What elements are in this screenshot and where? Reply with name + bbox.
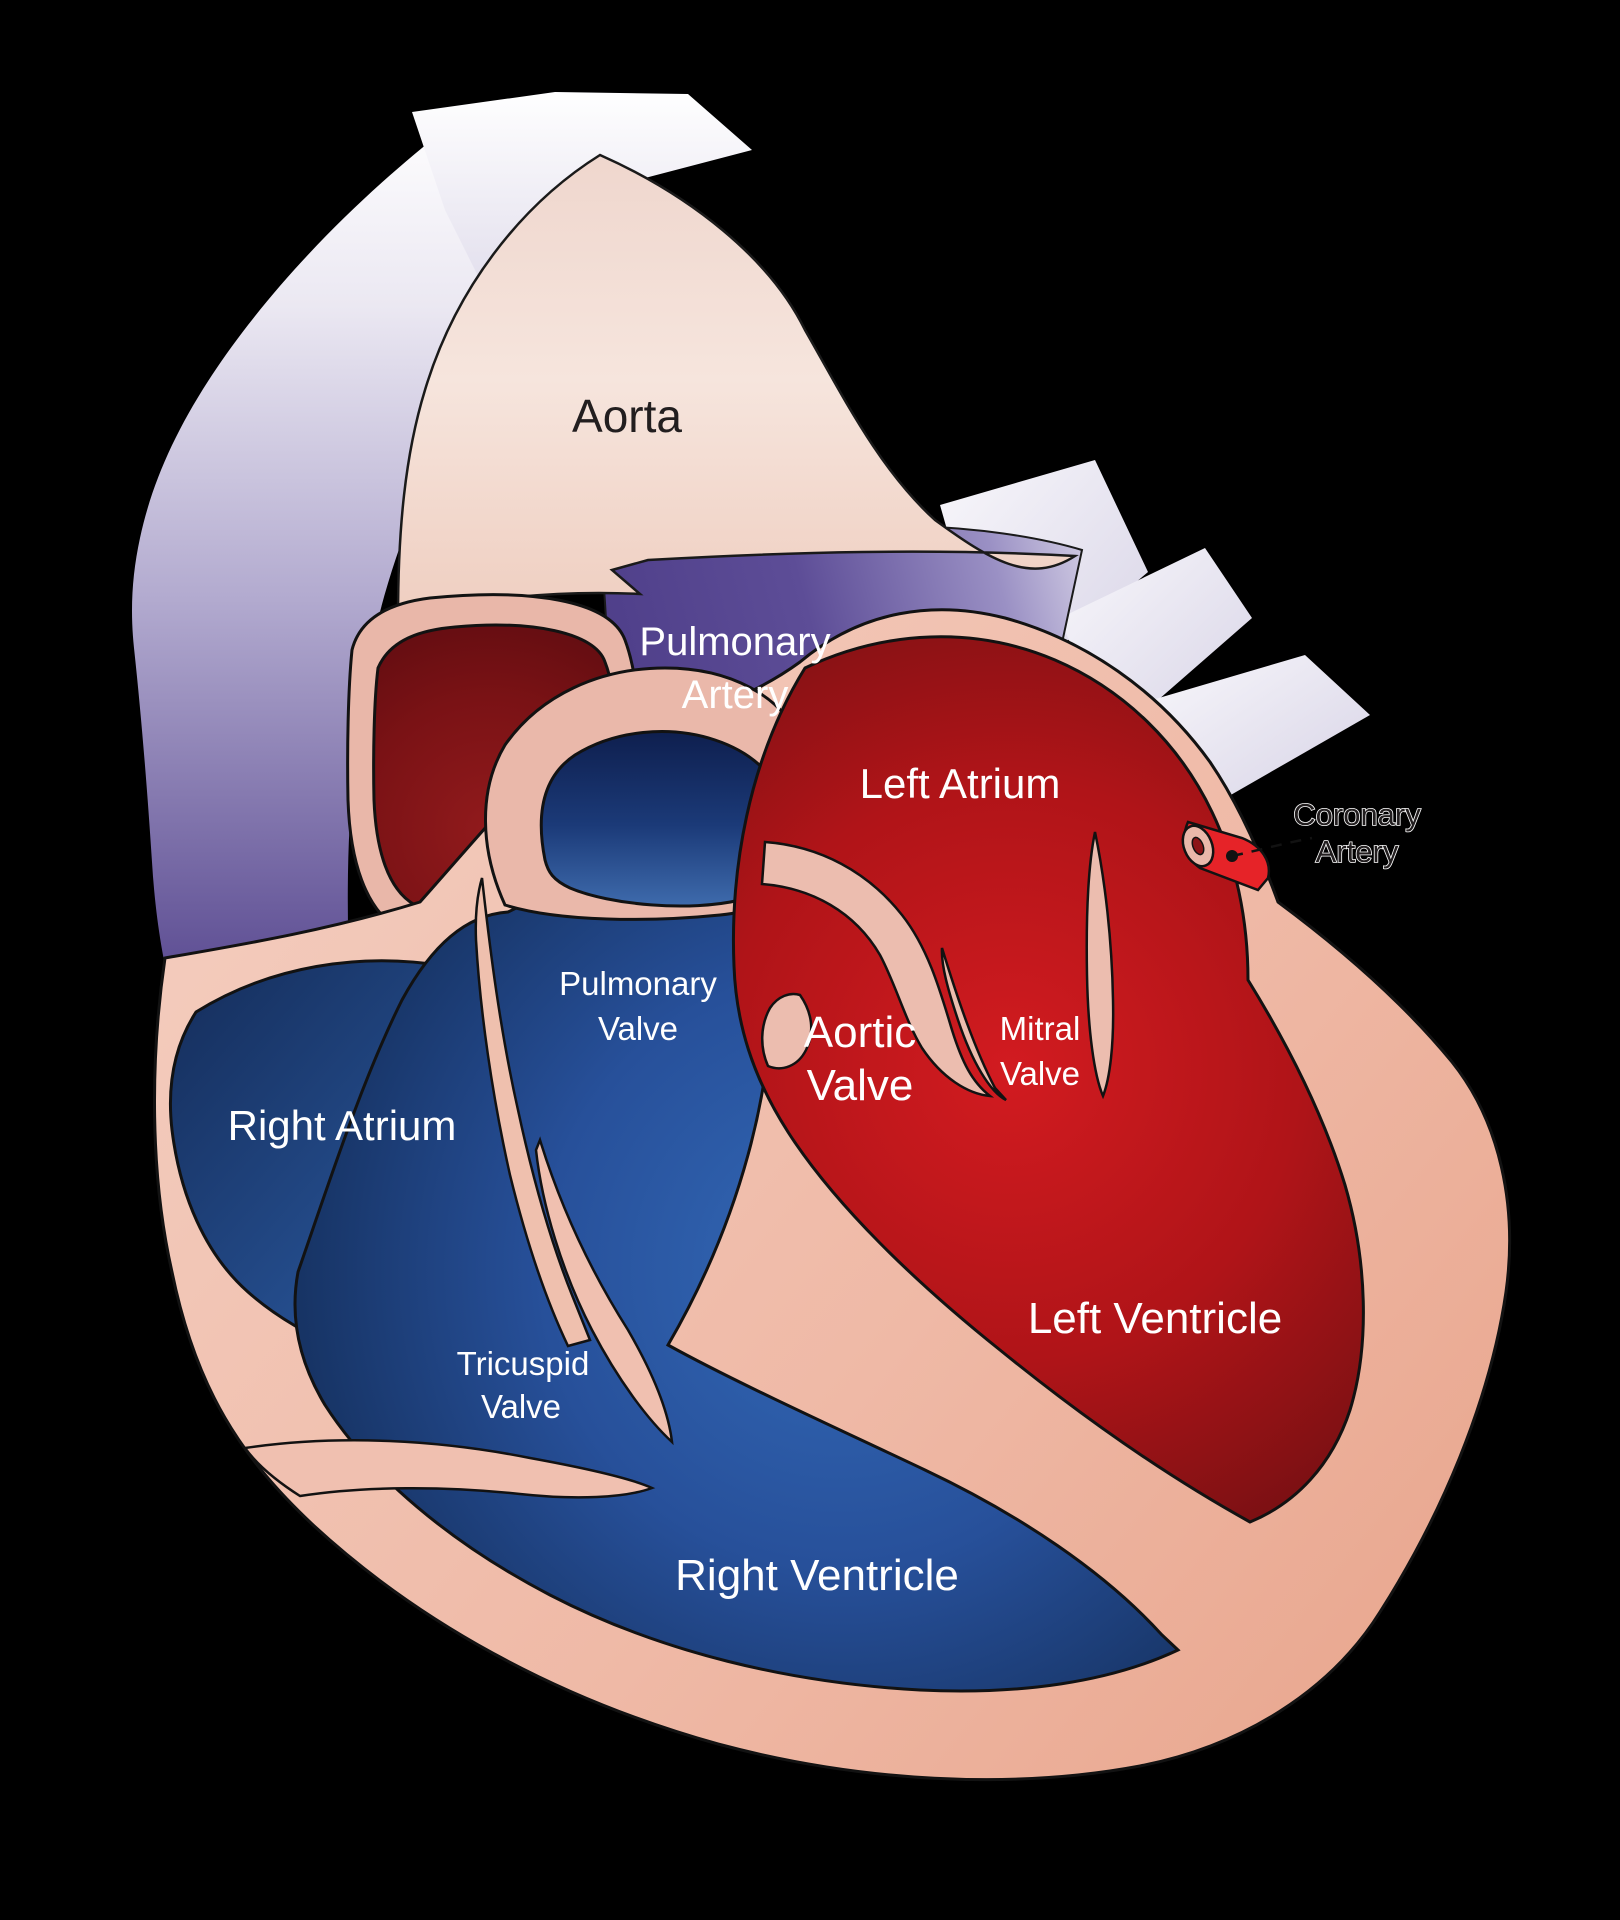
tricuspid-leaflet: [242, 1439, 656, 1499]
label-left-ventricle: Left Ventricle: [1028, 1294, 1282, 1343]
aortic-valve-leaflet: [761, 992, 813, 1070]
coronary-leader-line: [1231, 836, 1313, 858]
aortic-valve-leaflet: [760, 840, 995, 1098]
label-mitral-valve-line1: Mitral: [1000, 1010, 1081, 1047]
mitral-valve-leaflet: [1085, 831, 1115, 1100]
mitral-valve-leaflet: [940, 947, 1007, 1102]
label-right-ventricle: Right Ventricle: [675, 1551, 959, 1600]
tricuspid-leaflet: [534, 1136, 674, 1446]
label-aorta: Aorta: [572, 390, 682, 442]
label-pulmonary-valve-line2: Valve: [598, 1010, 678, 1047]
label-left-atrium: Left Atrium: [860, 760, 1061, 807]
aorta-arch: [396, 153, 1079, 620]
label-coronary-artery-line1: Coronary: [1293, 797, 1421, 832]
label-aortic-valve-line2: Valve: [807, 1061, 914, 1110]
label-mitral-valve-line2: Valve: [1000, 1055, 1080, 1092]
label-tricuspid-valve-line2: Valve: [481, 1388, 561, 1425]
label-right-atrium: Right Atrium: [228, 1102, 457, 1149]
coronary-leader-dot: [1226, 850, 1238, 862]
label-pulmonary-artery-line2: Artery: [682, 673, 789, 717]
label-pulmonary-valve-line1: Pulmonary: [559, 965, 717, 1002]
label-aortic-valve-line1: Aortic: [804, 1008, 916, 1057]
coronary-artery-lumen: [1191, 836, 1205, 856]
atrial-septum-strip: [474, 877, 592, 1348]
label-pulmonary-artery-line1: Pulmonary: [639, 620, 830, 664]
label-coronary-artery-line2: Artery: [1316, 834, 1399, 869]
label-tricuspid-valve-line1: Tricuspid: [457, 1345, 590, 1382]
